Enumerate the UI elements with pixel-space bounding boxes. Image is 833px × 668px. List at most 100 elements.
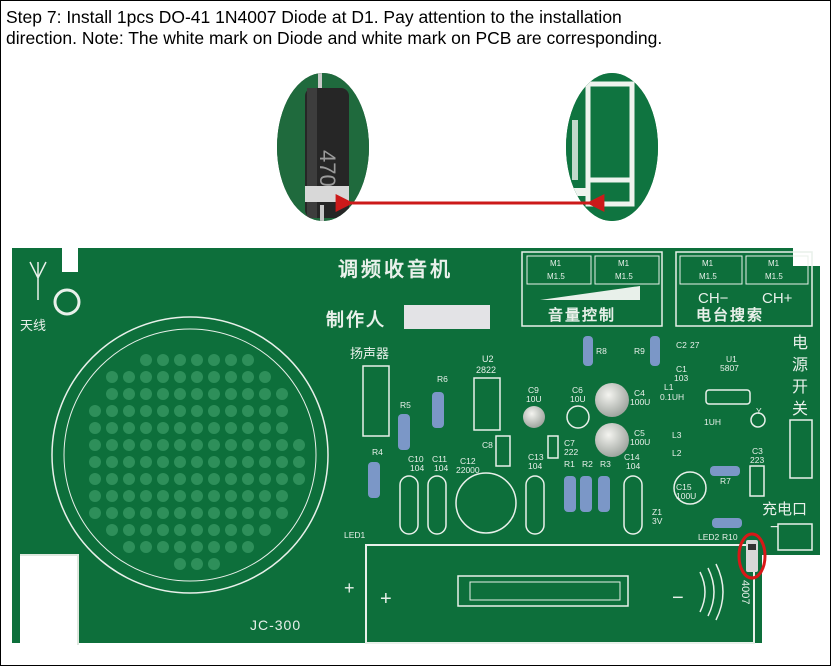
battery-plus: + [380, 588, 392, 610]
svg-text:C14: C14 [624, 452, 640, 462]
speaker-hole [276, 473, 288, 485]
diode-zoom-inset: 470 [277, 73, 369, 221]
speaker-hole [140, 507, 152, 519]
speaker-hole [276, 439, 288, 451]
speaker-hole [123, 388, 135, 400]
speaker-hole [174, 388, 186, 400]
speaker-hole [157, 507, 169, 519]
svg-text:L2: L2 [672, 448, 682, 458]
speaker-hole [225, 473, 237, 485]
speaker-hole [276, 456, 288, 468]
electrolytic-capacitors [455, 383, 707, 534]
speaker-hole [208, 490, 220, 502]
speaker-hole [208, 422, 220, 434]
speaker-hole [106, 456, 118, 468]
pot-label: M1 [618, 259, 630, 268]
speaker-hole [157, 354, 169, 366]
speaker-hole [225, 541, 237, 553]
tune-label: M1.5 [765, 272, 783, 281]
svg-text:100U: 100U [676, 491, 696, 501]
svg-text:R1: R1 [564, 459, 575, 469]
speaker-hole [106, 524, 118, 536]
speaker-hole [242, 405, 254, 417]
svg-text:22000: 22000 [456, 465, 480, 475]
speaker-hole [242, 388, 254, 400]
speaker-hole [123, 473, 135, 485]
speaker-hole [208, 507, 220, 519]
speaker-hole [259, 422, 271, 434]
speaker-hole [191, 490, 203, 502]
speaker-hole [140, 524, 152, 536]
speaker-hole [140, 388, 152, 400]
speaker-hole [191, 422, 203, 434]
speaker-hole [89, 473, 101, 485]
speaker-hole [259, 490, 271, 502]
speaker-hole [140, 371, 152, 383]
speaker-hole [140, 405, 152, 417]
speaker-hole [259, 371, 271, 383]
tune-label: M1 [768, 259, 780, 268]
charge-port-label: 充电口 [762, 500, 807, 518]
speaker-hole [89, 405, 101, 417]
component-labels: R8 R9 C2 27 C1 103 U1 5807 L1 0.1UH R6 R… [344, 340, 764, 542]
svg-text:R8: R8 [596, 346, 607, 356]
svg-text:27: 27 [690, 340, 700, 350]
speaker-hole [208, 371, 220, 383]
caption-line-1: Step 7: Install 1pcs DO-41 1N4007 Diode … [6, 7, 622, 27]
speaker-hole [140, 456, 152, 468]
speaker-hole [242, 422, 254, 434]
svg-text:470: 470 [315, 150, 340, 187]
speaker-hole [259, 524, 271, 536]
caption-line-2: direction. Note: The white mark on Diode… [6, 28, 663, 48]
svg-text:关: 关 [792, 400, 808, 418]
speaker-hole [293, 439, 305, 451]
speaker-hole [191, 524, 203, 536]
model-label: JC-300 [250, 617, 301, 633]
battery-plus-outer: + [344, 578, 355, 598]
svg-text:C10: C10 [408, 454, 424, 464]
svg-text:R3: R3 [600, 459, 611, 469]
speaker-hole [259, 473, 271, 485]
svg-text:C13: C13 [528, 452, 544, 462]
speaker-hole [225, 439, 237, 451]
speaker-hole [208, 541, 220, 553]
speaker-grille [51, 316, 329, 594]
speaker-hole [174, 371, 186, 383]
speaker-hole [174, 558, 186, 570]
svg-text:源: 源 [792, 356, 808, 374]
svg-text:1UH: 1UH [704, 417, 721, 427]
speaker-hole [157, 490, 169, 502]
speaker-hole [157, 405, 169, 417]
svg-text:5807: 5807 [720, 363, 739, 373]
svg-text:100U: 100U [630, 397, 650, 407]
svg-text:LED1: LED1 [344, 530, 366, 540]
svg-text:L3: L3 [672, 430, 682, 440]
speaker-hole [157, 388, 169, 400]
diode-silkscreen-label: 4007 [739, 580, 751, 604]
maker-name-box [404, 305, 490, 329]
speaker-hole [259, 388, 271, 400]
svg-text:C12: C12 [460, 456, 476, 466]
battery-minus: − [672, 587, 684, 609]
speaker-hole [140, 541, 152, 553]
speaker-hole [157, 422, 169, 434]
svg-text:103: 103 [674, 373, 688, 383]
speaker-hole [191, 456, 203, 468]
speaker-hole [106, 439, 118, 451]
speaker-hole [157, 371, 169, 383]
charge-port-footprint [777, 523, 813, 551]
speaker-hole [191, 439, 203, 451]
speaker-hole [106, 490, 118, 502]
svg-text:3V: 3V [652, 516, 663, 526]
charge-minus: − [770, 519, 779, 536]
pot-label: M1.5 [615, 272, 633, 281]
speaker-hole [140, 490, 152, 502]
instruction-caption: Step 7: Install 1pcs DO-41 1N4007 Diode … [6, 7, 821, 49]
tune-label: M1.5 [699, 272, 717, 281]
speaker-hole [89, 490, 101, 502]
svg-text:R2: R2 [582, 459, 593, 469]
speaker-hole [208, 456, 220, 468]
speaker-hole [259, 439, 271, 451]
